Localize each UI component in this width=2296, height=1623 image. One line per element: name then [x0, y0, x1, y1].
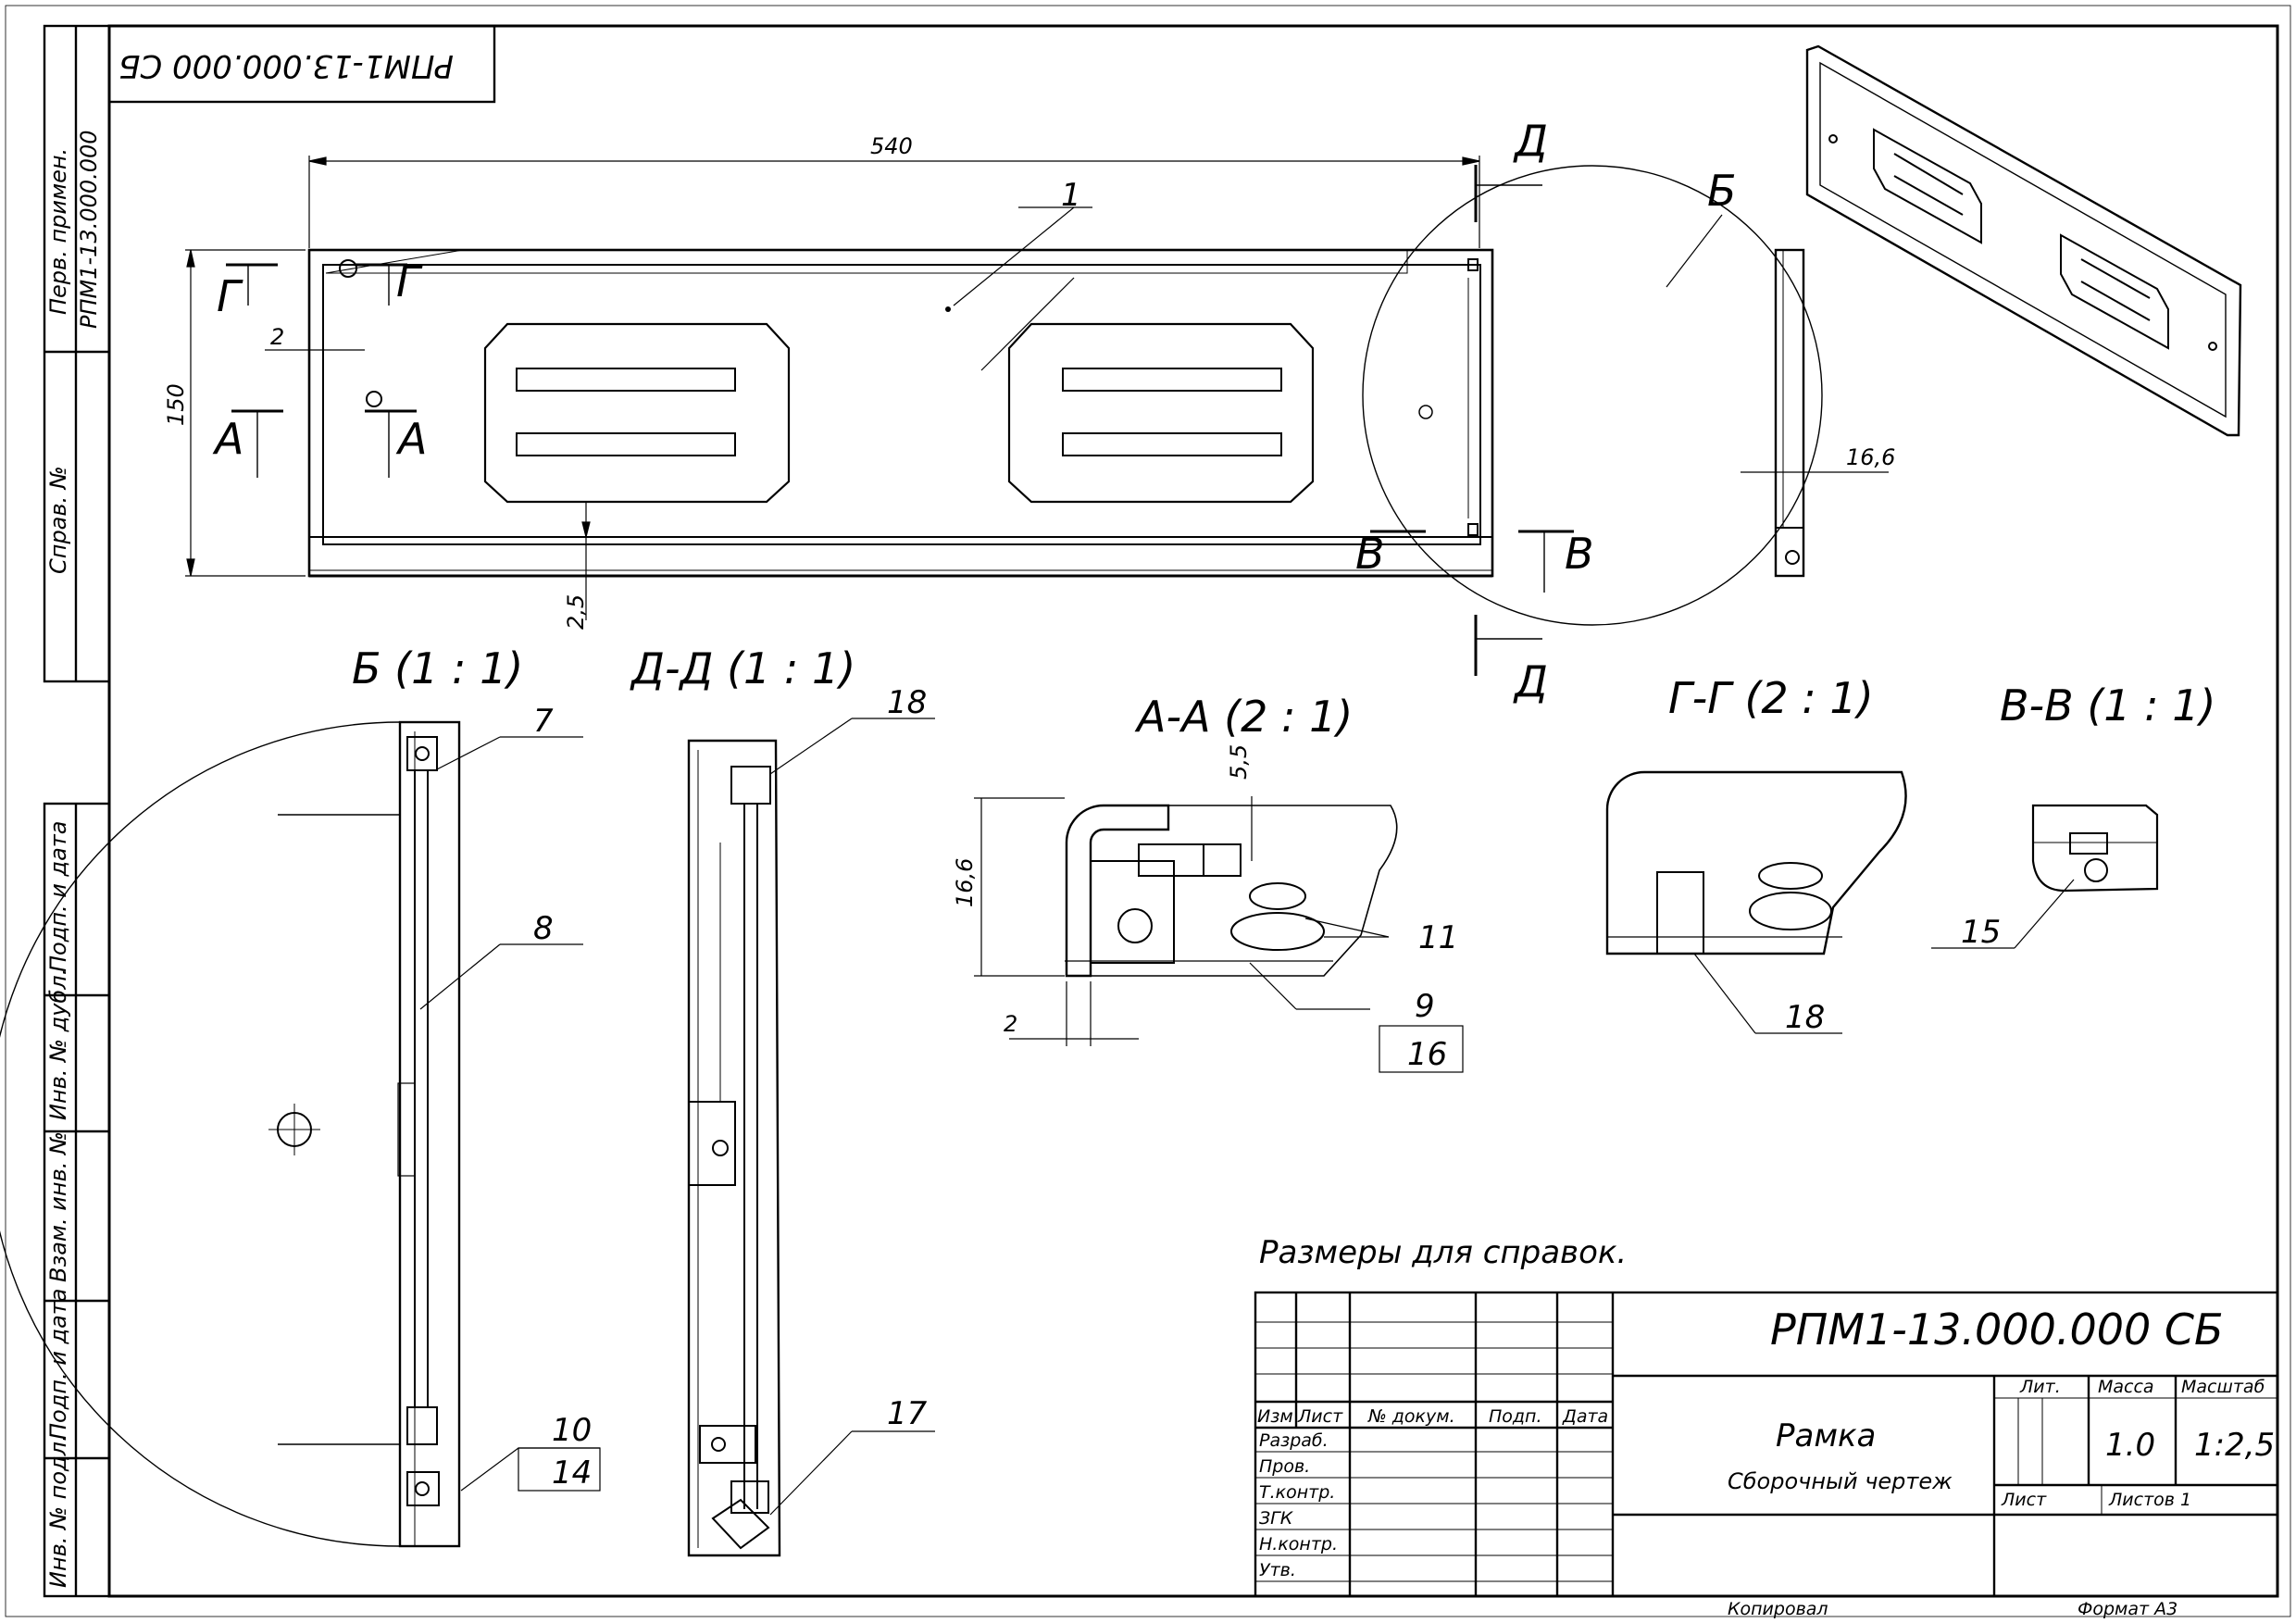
section-vv-title: В-В (1 : 1) — [2000, 680, 2216, 730]
dim-bottom-25: 2,5 — [563, 594, 589, 630]
detail-b-view — [0, 720, 461, 1548]
section-aa-view — [1065, 804, 1398, 978]
lit-label: Лит. — [2019, 1377, 2061, 1397]
massa-label: Масса — [2098, 1377, 2154, 1397]
th-izm: Изм — [1257, 1406, 1293, 1427]
th-data: Дата — [1562, 1406, 1608, 1427]
left-margin-strip — [43, 24, 111, 1598]
inv-podl-label: Инв. № подл. — [45, 1434, 71, 1588]
cut-a-right: А — [395, 414, 427, 464]
detail-b-hole — [1418, 405, 1433, 419]
callout-8: 8 — [533, 910, 554, 947]
section-dd-leaders — [769, 718, 935, 1516]
section-b-title: Б (1 : 1) — [352, 643, 523, 693]
cut-g-right: Г — [396, 256, 423, 306]
sprav-label: Справ. № — [45, 466, 71, 574]
detail-b-label: Б — [1707, 166, 1737, 216]
dim-height-150: 150 — [163, 383, 189, 426]
aa-dim-55: 5,5 — [1226, 744, 1252, 780]
detail-b-circle — [1362, 165, 1823, 626]
section-gg-view — [1605, 770, 1907, 955]
designation-small: РПМ1-13.000.000 СБ — [119, 47, 454, 84]
perv-primen-label: Перв. примен. — [45, 148, 71, 315]
callout-17: 17 — [887, 1395, 928, 1432]
tr-nkontr: Н.контр. — [1259, 1534, 1338, 1554]
cut-v-right: В — [1565, 529, 1594, 579]
section-aa-title: А-А (2 : 1) — [1134, 692, 1353, 742]
side-view — [1741, 248, 1889, 578]
kopiroval-label: Копировал — [1728, 1599, 1828, 1619]
dim-thickness-166: 16,6 — [1846, 444, 1895, 470]
title-name: Рамка — [1776, 1417, 1876, 1454]
vzam-inv-label: Взам. инв. № — [45, 1131, 71, 1282]
perv-primen-value: РПМ1-13.000.000 — [76, 130, 102, 329]
callout-18-dd: 18 — [887, 684, 927, 721]
tr-tkontr: Т.контр. — [1259, 1482, 1335, 1503]
list-label: Лист — [2001, 1490, 2047, 1510]
title-doc-type: Сборочный чертеж — [1728, 1468, 1953, 1494]
detail-b-leader — [1666, 214, 1723, 288]
dim-width-540: 540 — [870, 133, 913, 159]
callout-1: 1 — [1061, 177, 1081, 214]
section-dd-title: Д-Д (1 : 1) — [630, 643, 855, 693]
callout-14: 14 — [552, 1454, 592, 1492]
podp-data-label-1: Подп. и дата — [45, 821, 71, 973]
th-list: Лист — [1297, 1406, 1343, 1427]
th-ndokum: № докум. — [1367, 1406, 1455, 1427]
reference-note: Размеры для справок. — [1259, 1234, 1627, 1271]
format-label: Формат А3 — [2078, 1599, 2177, 1619]
section-vv-view — [2031, 804, 2159, 893]
front-view — [307, 248, 1494, 578]
designation-stamp: РПМ1-13.000.000 СБ — [107, 24, 496, 104]
section-cut-markers — [226, 165, 1574, 676]
callout-9: 9 — [1415, 988, 1435, 1025]
callout-18-gg: 18 — [1785, 999, 1825, 1036]
cut-d-bottom: Д — [1513, 656, 1548, 706]
callout-1-dot — [945, 306, 951, 312]
section-aa-dims — [974, 796, 1464, 1073]
cut-d-top: Д — [1513, 116, 1548, 166]
detail-b-leaders — [419, 736, 601, 1492]
aa-dim-166: 16,6 — [952, 858, 978, 907]
cut-g-left: Г — [217, 271, 243, 321]
callout-10: 10 — [552, 1412, 592, 1449]
callout-16: 16 — [1407, 1036, 1447, 1073]
section-gg-title: Г-Г (2 : 1) — [1668, 673, 1874, 723]
masshtab-value: 1:2,5 — [2194, 1427, 2275, 1464]
tr-razrab: Разраб. — [1259, 1430, 1329, 1451]
isometric-view — [1805, 44, 2242, 437]
front-view-dimensions — [185, 156, 1480, 620]
th-podp: Подп. — [1489, 1406, 1542, 1427]
massa-value: 1.0 — [2105, 1427, 2155, 1464]
title-block — [1254, 1291, 2279, 1598]
callout-11: 11 — [1418, 919, 1458, 956]
cut-v-left: В — [1355, 529, 1385, 579]
listov-label: Листов 1 — [2108, 1490, 2191, 1510]
section-vv-leaders — [1931, 879, 2075, 949]
callout-15: 15 — [1961, 914, 2001, 951]
inv-dubl-label: Инв. № дубл. — [45, 968, 71, 1120]
callout-7: 7 — [533, 703, 554, 740]
tr-utv: Утв. — [1259, 1560, 1296, 1580]
section-dd-view — [687, 739, 781, 1557]
masshtab-label: Масштаб — [2181, 1377, 2265, 1397]
tr-zgk: ЗГК — [1259, 1508, 1294, 1529]
cut-a-left: А — [212, 414, 243, 464]
aa-dim-2: 2 — [1004, 1011, 1017, 1037]
title-designation: РПМ1-13.000.000 СБ — [1770, 1305, 2224, 1355]
tr-prov: Пров. — [1259, 1456, 1310, 1477]
section-gg-leaders — [1693, 953, 1842, 1034]
dim-gap-2: 2 — [270, 324, 284, 350]
